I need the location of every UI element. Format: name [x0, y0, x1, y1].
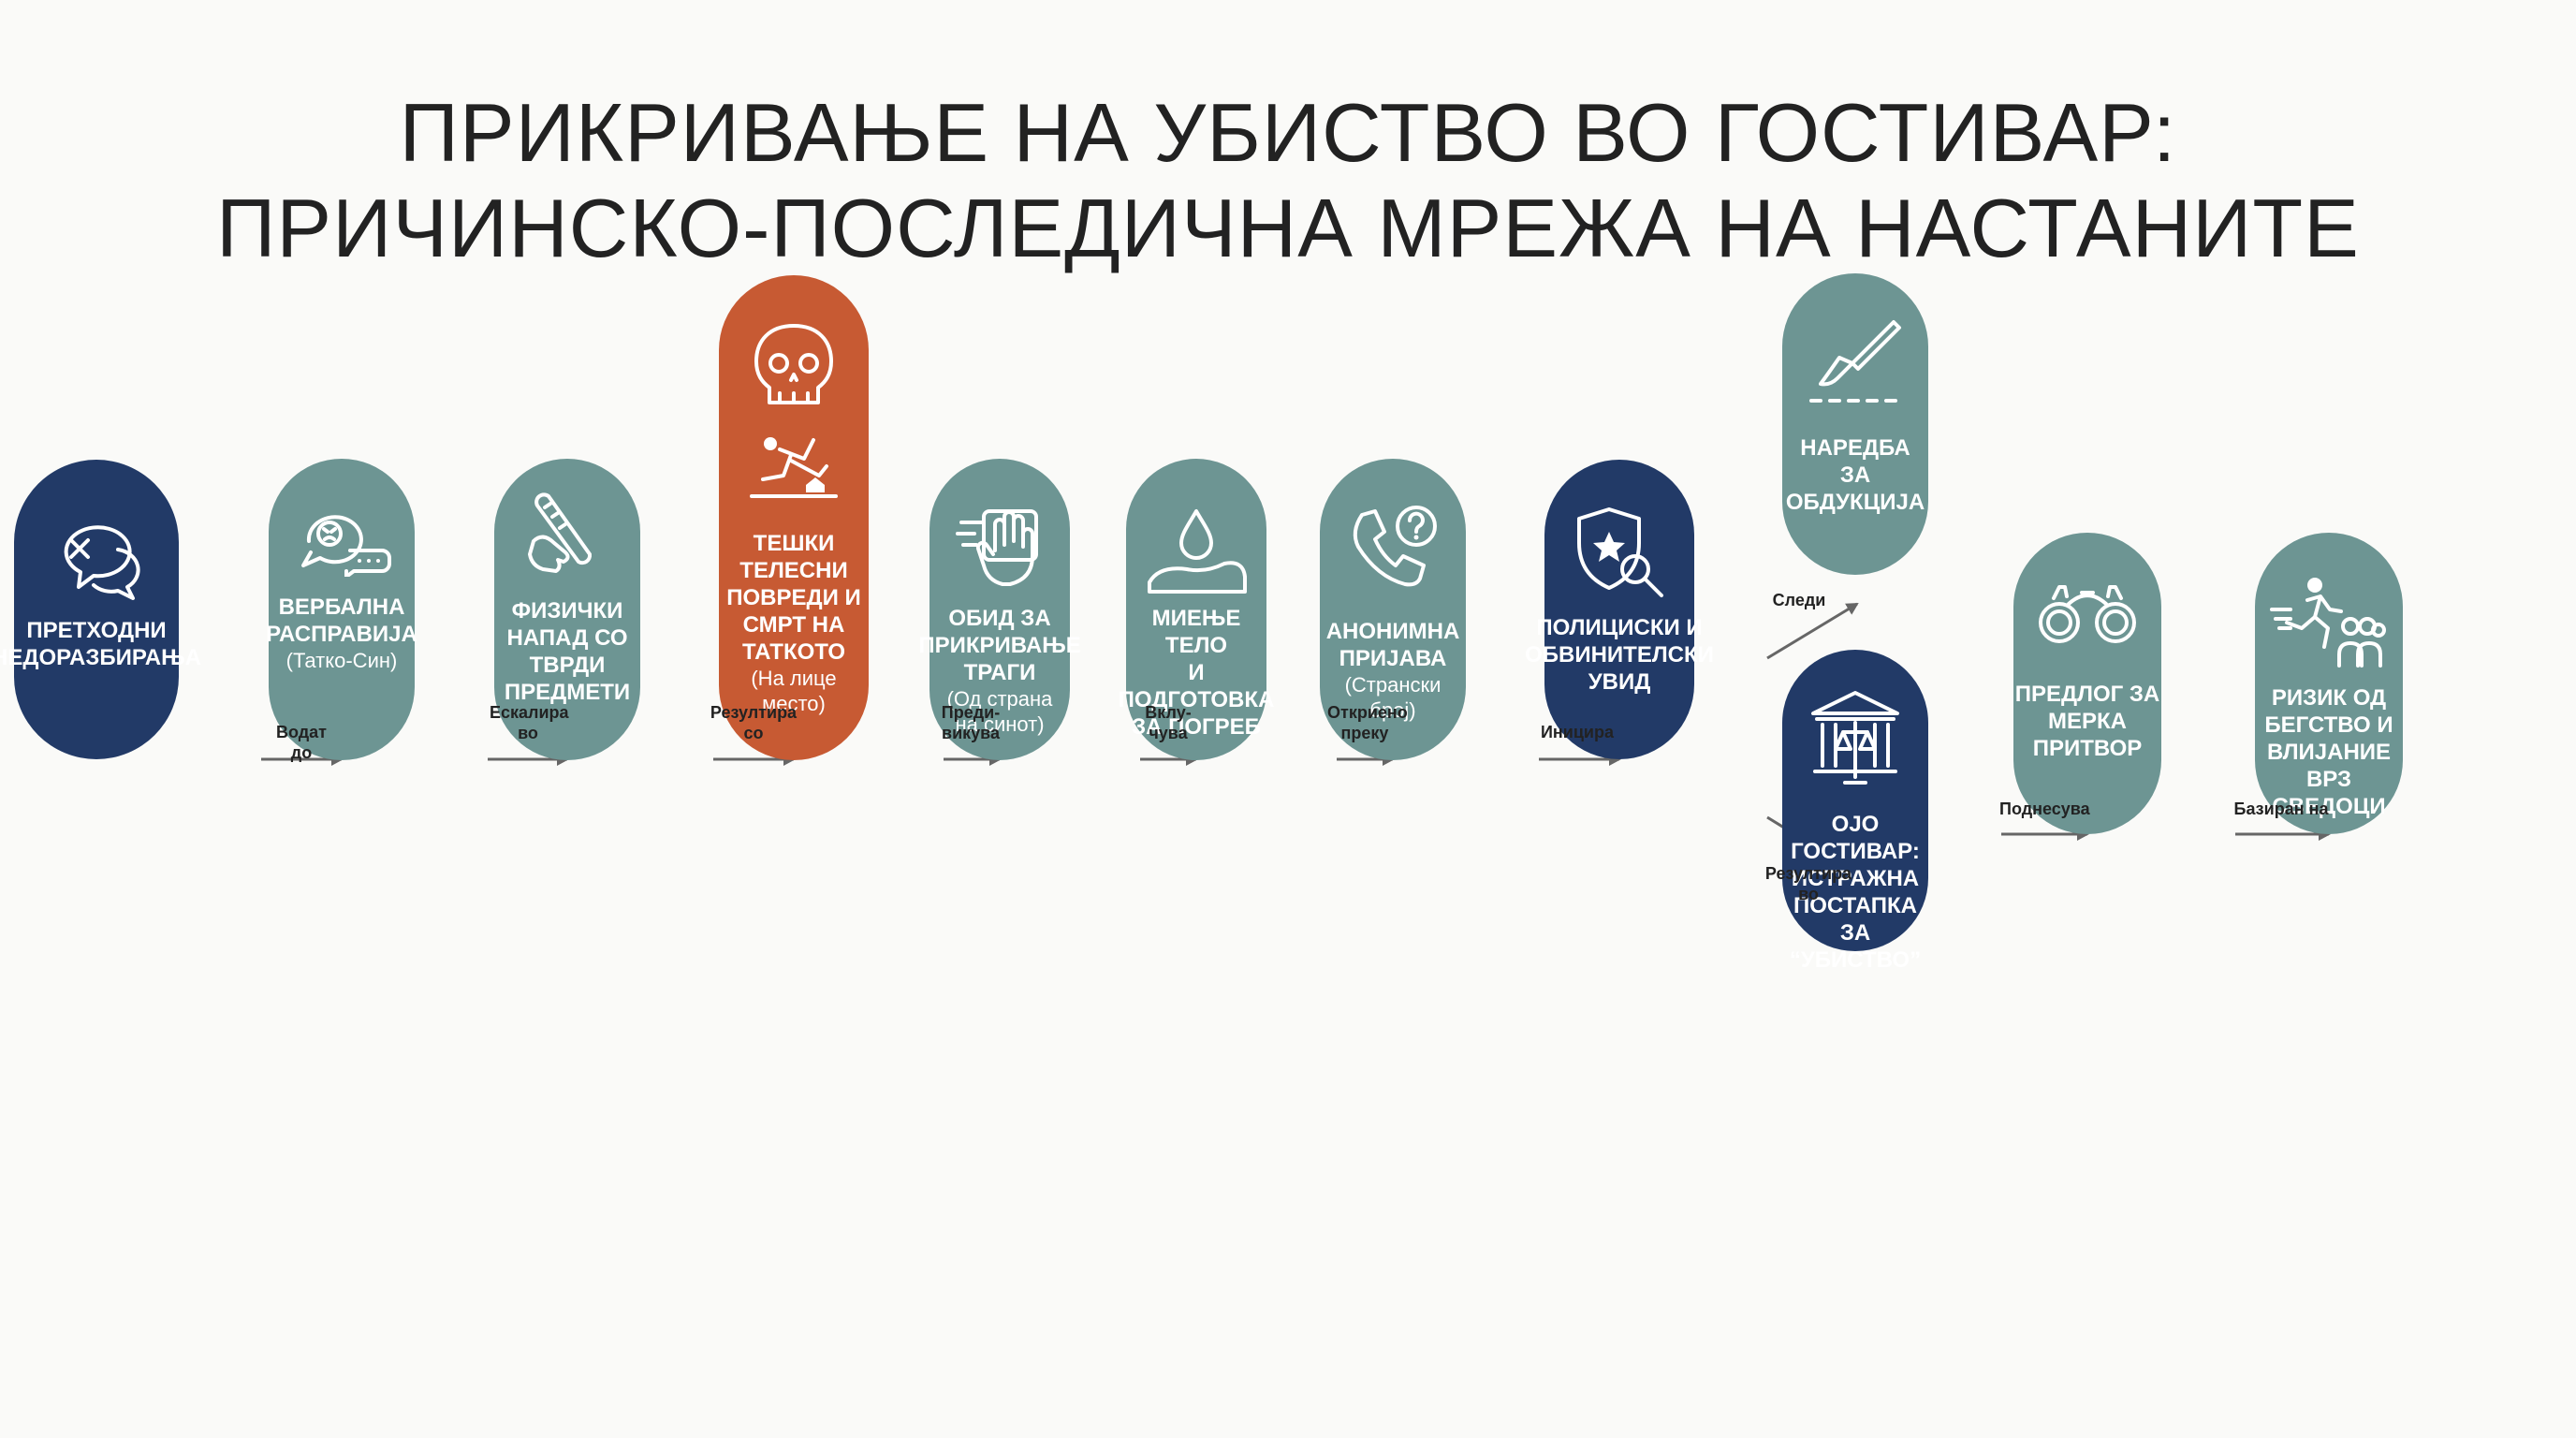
- edge-label: Вклу- чува: [1145, 703, 1192, 742]
- node-label: РИЗИК ОД БЕГСТВО И ВЛИЈАНИЕ ВРЗ СВЕДОЦИ: [2264, 685, 2393, 819]
- node-label: АНОНИМНА ПРИЈАВА: [1325, 619, 1460, 671]
- edge-label: Следи: [1772, 591, 1826, 609]
- node-n5: ОБИД ЗА ПРИКРИВАЊЕ ТРАГИ(Од страна на си…: [918, 459, 1081, 760]
- edge-label: Преди- викува: [941, 703, 1001, 742]
- edge-label: Резултира во: [1764, 864, 1852, 903]
- node-label: ПОЛИЦИСКИ И ОБВИНИТЕЛСКИ УВИД: [1525, 615, 1714, 695]
- edge-label: Ескалира во: [490, 703, 569, 742]
- node-sublabel: (Странски број): [1344, 673, 1442, 722]
- diagram-title-line1: ПРИКРИВАЊЕ НА УБИСТВО ВО ГОСТИВАР:: [399, 86, 2177, 179]
- diagram-title-line2: ПРИЧИНСКО-ПОСЛЕДИЧНА МРЕЖА НА НАСТАНИТЕ: [216, 182, 2360, 274]
- node-label: ПРЕТХОДНИ НЕДОРАЗБИРАЊА: [0, 618, 201, 670]
- node-label: ТЕШКИ ТЕЛЕСНИ ПОВРЕДИ И СМРТ НА ТАТКОТО: [726, 531, 861, 665]
- edge-label: Поднесува: [1999, 800, 2090, 818]
- node-label: ОЈО ГОСТИВАР: ИСТРАЖНА ПОСТАПКА ЗА “УБИС…: [1789, 812, 1922, 973]
- node-label: ФИЗИЧКИ НАПАД СО ТВРДИ ПРЕДМЕТИ: [504, 598, 631, 705]
- water-drop-body-icon: [1140, 504, 1252, 597]
- speech-bubbles-x-icon: [45, 514, 148, 600]
- node-n7: АНОНИМНА ПРИЈАВА(Странски број): [1320, 459, 1466, 760]
- node-n6: МИЕЊЕ ТЕЛО И ПОДГОТОВКА ЗА ПОГРЕБ: [1119, 459, 1274, 760]
- node-sublabel: (Татко-Син): [285, 649, 398, 672]
- node-n4: ТЕШКИ ТЕЛЕСНИ ПОВРЕДИ И СМРТ НА ТАТКОТО(…: [719, 275, 869, 760]
- edge-label: Откриено преку: [1327, 703, 1408, 742]
- node-n10: ОЈО ГОСТИВАР: ИСТРАЖНА ПОСТАПКА ЗА “УБИС…: [1782, 650, 1928, 973]
- edge-label: Водат до: [275, 723, 327, 762]
- node-n3: ФИЗИЧКИ НАПАД СО ТВРДИ ПРЕДМЕТИ: [494, 459, 640, 760]
- phone-question-icon: [1341, 502, 1444, 595]
- edge-arrow-n8-n9: [1766, 602, 1859, 660]
- hand-wipe-icon: [948, 494, 1051, 597]
- runner-group-icon: [2268, 572, 2390, 675]
- node-n8: ПОЛИЦИСКИ И ОБВИНИТЕЛСКИ УВИД: [1525, 460, 1714, 759]
- handcuffs-icon: [2031, 570, 2144, 664]
- skull-fall-icon: [742, 320, 845, 517]
- scalpel-icon: [1804, 311, 1907, 414]
- node-n11: ПРЕДЛОГ ЗА МЕРКА ПРИТВОР: [2013, 533, 2161, 834]
- node-label: ОБИД ЗА ПРИКРИВАЊЕ ТРАГИ: [918, 606, 1081, 685]
- node-label: НАРЕДБА ЗА ОБДУКЦИЈА: [1785, 435, 1925, 515]
- node-n1: ПРЕТХОДНИ НЕДОРАЗБИРАЊА: [0, 460, 201, 759]
- node-label: ПРЕДЛОГ ЗА МЕРКА ПРИТВОР: [2014, 682, 2160, 761]
- node-label: ВЕРБАЛНА РАСПРАВИЈА: [266, 594, 417, 647]
- badge-magnifier-icon: [1568, 502, 1671, 605]
- edge-label: Иницира: [1540, 723, 1614, 741]
- node-n12: РИЗИК ОД БЕГСТВО И ВЛИЈАНИЕ ВРЗ СВЕДОЦИ: [2255, 533, 2403, 834]
- node-n2: ВЕРБАЛНА РАСПРАВИЈА(Татко-Син): [266, 459, 417, 760]
- edge-label: Базиран на: [2233, 800, 2329, 818]
- courthouse-scales-icon: [1804, 685, 1907, 798]
- edge-label: Резултира со: [710, 703, 798, 742]
- node-n9: НАРЕДБА ЗА ОБДУКЦИЈА: [1782, 273, 1928, 575]
- node-sublabel: (На лице место): [751, 667, 837, 715]
- node-label: МИЕЊЕ ТЕЛО И ПОДГОТОВКА ЗА ПОГРЕБ: [1118, 606, 1275, 740]
- angry-speech-icon: [290, 498, 393, 577]
- hand-club-icon: [520, 485, 614, 588]
- node-sublabel: (Од страна на синот): [946, 687, 1053, 736]
